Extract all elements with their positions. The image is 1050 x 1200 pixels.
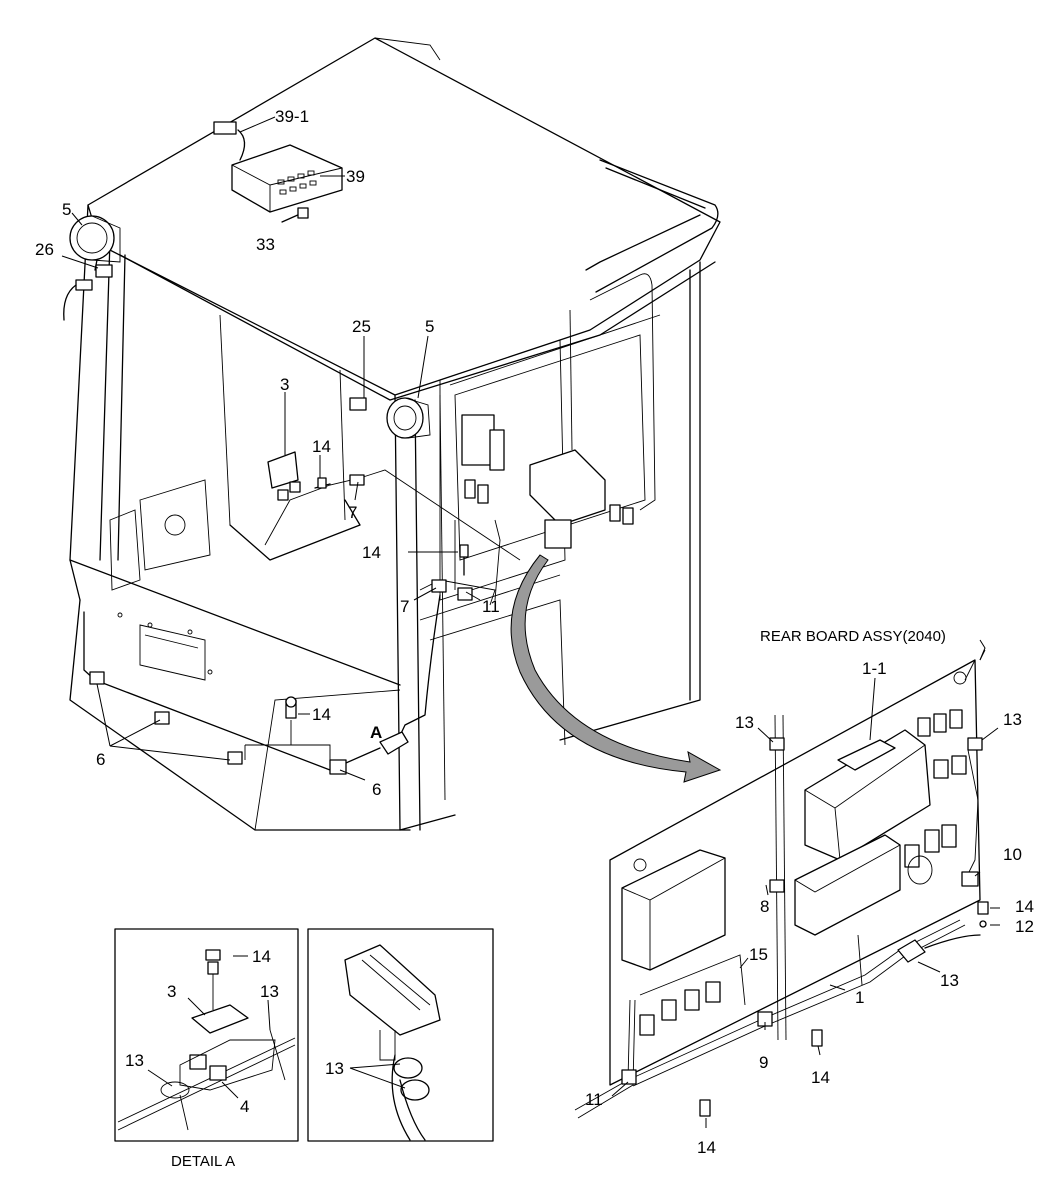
callout-14-board: 14 bbox=[811, 1068, 830, 1087]
callout-14-front: 14 bbox=[312, 705, 331, 724]
callout-25: 25 bbox=[352, 317, 371, 336]
rear-board-assy bbox=[574, 649, 989, 1119]
callout-11-board: 11 bbox=[585, 1090, 603, 1109]
detail-b-box bbox=[307, 928, 494, 1142]
callout-10: 10 bbox=[1003, 845, 1022, 864]
callout-13-connector: 13 bbox=[940, 971, 959, 990]
detail-callout-13-right: 13 bbox=[260, 982, 279, 1001]
callout-12: 12 bbox=[1015, 917, 1034, 936]
callout-14-cab: 14 bbox=[312, 437, 331, 456]
callout-11-cab: 11 bbox=[482, 597, 500, 616]
callout-1: 1 bbox=[855, 988, 864, 1007]
cab-harness bbox=[83, 451, 521, 775]
direction-arrow bbox=[510, 554, 722, 783]
callout-33: 33 bbox=[256, 235, 275, 254]
callout-15: 15 bbox=[749, 945, 768, 964]
cab-rear-board bbox=[454, 334, 646, 601]
callout-5-right: 5 bbox=[425, 317, 434, 336]
detail-a-box bbox=[114, 928, 299, 1142]
callout-13-top-left: 13 bbox=[735, 713, 754, 732]
callout-6-right: 6 bbox=[372, 780, 381, 799]
callout-5-left: 5 bbox=[62, 200, 71, 219]
radio-unit bbox=[213, 121, 343, 223]
callout-3: 3 bbox=[280, 375, 289, 394]
detail-callout-13-b: 13 bbox=[325, 1059, 344, 1078]
detail-callout-14: 14 bbox=[252, 947, 271, 966]
callout-14-middle: 14 bbox=[362, 543, 381, 562]
callout-26: 26 bbox=[35, 240, 54, 259]
callout-9: 9 bbox=[759, 1053, 768, 1072]
callout-7-lower: 7 bbox=[400, 597, 409, 616]
speaker-left bbox=[63, 215, 121, 321]
speaker-right bbox=[349, 397, 431, 439]
callout-6-left: 6 bbox=[96, 750, 105, 769]
callout-39-1: 39-1 bbox=[275, 107, 309, 126]
callout-13-top-right: 13 bbox=[1003, 710, 1022, 729]
callout-labels: 39-1 39 33 5 26 25 5 3 14 7 14 7 11 14 A… bbox=[35, 107, 1034, 1170]
detail-callout-13-left: 13 bbox=[125, 1051, 144, 1070]
callout-8: 8 bbox=[760, 897, 769, 916]
callout-A: A bbox=[370, 723, 382, 742]
callout-1-1: 1-1 bbox=[862, 659, 887, 678]
callout-14-right: 14 bbox=[1015, 897, 1034, 916]
detail-a-caption: DETAIL A bbox=[171, 1153, 235, 1170]
detail-callout-3: 3 bbox=[167, 982, 176, 1001]
callout-14-bottom: 14 bbox=[697, 1138, 716, 1157]
detail-callout-4: 4 bbox=[240, 1097, 249, 1116]
callout-39: 39 bbox=[346, 167, 365, 186]
cab-assembly bbox=[69, 37, 721, 831]
callout-7-upper: 7 bbox=[348, 503, 357, 522]
leader-lines bbox=[61, 116, 1000, 1128]
rear-board-title: REAR BOARD ASSY(2040) bbox=[760, 628, 946, 645]
